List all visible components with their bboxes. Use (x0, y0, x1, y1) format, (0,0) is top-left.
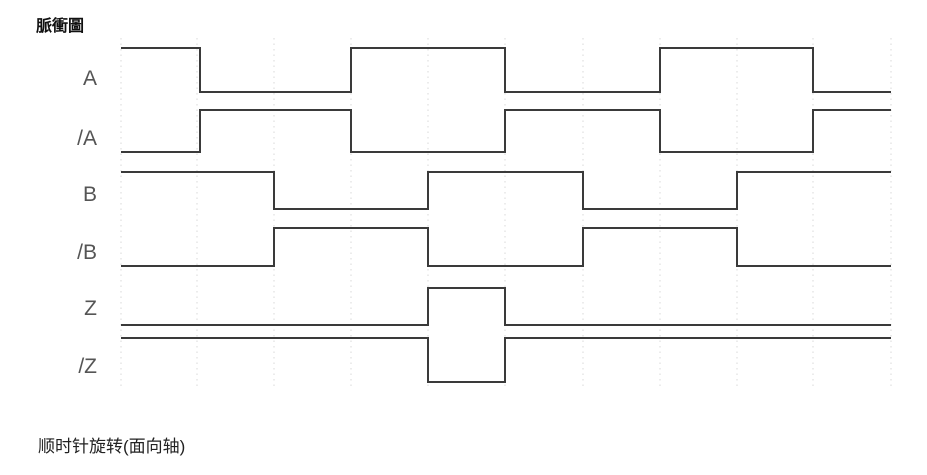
waveform-not-A (121, 109, 891, 153)
signal-label-Z: Z (84, 297, 97, 320)
waveform-not-Z (121, 337, 891, 383)
signal-label-A: A (82, 67, 97, 90)
waveform-B (121, 171, 891, 210)
waveform-A (121, 47, 891, 93)
diagram-caption: 顺时针旋转(面向轴) (38, 437, 186, 456)
signal-label-not-B: /B (77, 241, 97, 264)
waveform-not-B (121, 227, 891, 267)
gridlines-group (120, 38, 892, 390)
signal-label-not-A: /A (77, 127, 97, 150)
signal-label-B: B (82, 183, 97, 206)
waveform-Z (121, 287, 891, 326)
waveforms-group (121, 47, 891, 383)
page-title: 脈衝圖 (36, 18, 85, 35)
signal-label-not-Z: /Z (78, 355, 97, 378)
